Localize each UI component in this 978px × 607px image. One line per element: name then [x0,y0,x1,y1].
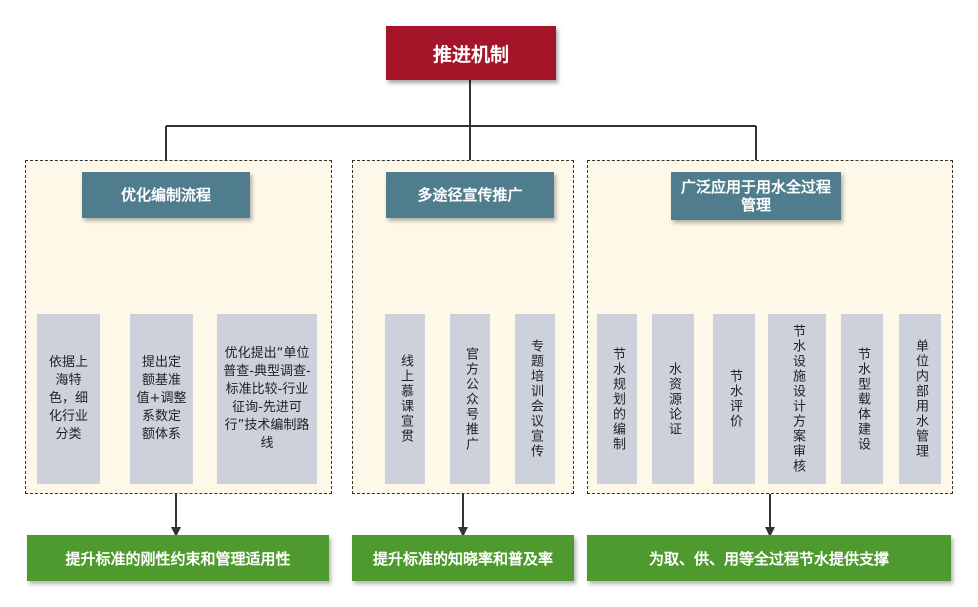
leaf-text: 提出定额基准值+调整系数定额体系 [136,355,187,442]
branch-heading-3: 广泛应用于用水全过程管理 [671,172,841,220]
leaf-text: 单位内部用水管理 [913,339,928,459]
root-label: 推进机制 [432,43,509,66]
branch-heading-label: 优化编制流程 [120,186,211,204]
outcome-label: 提升标准的刚性约束和管理适用性 [65,549,291,568]
outcome-1: 提升标准的刚性约束和管理适用性 [27,535,329,581]
root-node: 推进机制 [386,26,556,80]
leaf-text: 节水设施设计方案审核 [790,324,805,474]
branch-heading-label: 多途径宣传推广 [417,186,523,204]
leaf-text: 节水规划的编制 [610,346,625,452]
leaf-text: 线上慕课宣贯 [398,354,413,444]
leaf-text: 依据上海特色，细化行业分类 [48,355,88,442]
leaf-text: 节水评价 [727,369,742,429]
leaf-box: 优化提出“单位普查-典型调查-标准比较-行业征询-先进可行”技术编制路线 [217,314,317,484]
leaf-box: 水资源论证 [652,314,694,484]
leaf-text: 优化提出“单位普查-典型调查-标准比较-行业征询-先进可行”技术编制路线 [223,346,311,451]
leaf-text: 水资源论证 [666,361,681,437]
leaf-box: 单位内部用水管理 [899,314,941,484]
outcome-2: 提升标准的知晓率和普及率 [352,535,574,581]
leaf-box: 节水规划的编制 [597,314,637,484]
leaf-text: 专题培训会议宣传 [528,339,543,459]
branch-heading-1: 优化编制流程 [82,172,250,218]
leaf-box: 节水评价 [713,314,755,484]
outcome-3: 为取、供、用等全过程节水提供支撑 [587,535,951,581]
leaf-box: 节水设施设计方案审核 [768,314,826,484]
leaf-box: 提出定额基准值+调整系数定额体系 [130,314,193,484]
leaf-box: 官方公众号推广 [450,314,490,484]
outcome-label: 为取、供、用等全过程节水提供支撑 [648,549,889,568]
leaf-box: 依据上海特色，细化行业分类 [37,314,100,484]
outcome-label: 提升标准的知晓率和普及率 [372,549,553,568]
leaf-text: 官方公众号推广 [463,346,478,452]
leaf-box: 节水型载体建设 [841,314,883,484]
leaf-box: 专题培训会议宣传 [515,314,555,484]
branch-heading-2: 多途径宣传推广 [386,172,554,218]
branch-heading-label: 广泛应用于用水全过程管理 [680,178,831,214]
leaf-text: 节水型载体建设 [855,346,870,452]
leaf-box: 线上慕课宣贯 [385,314,425,484]
